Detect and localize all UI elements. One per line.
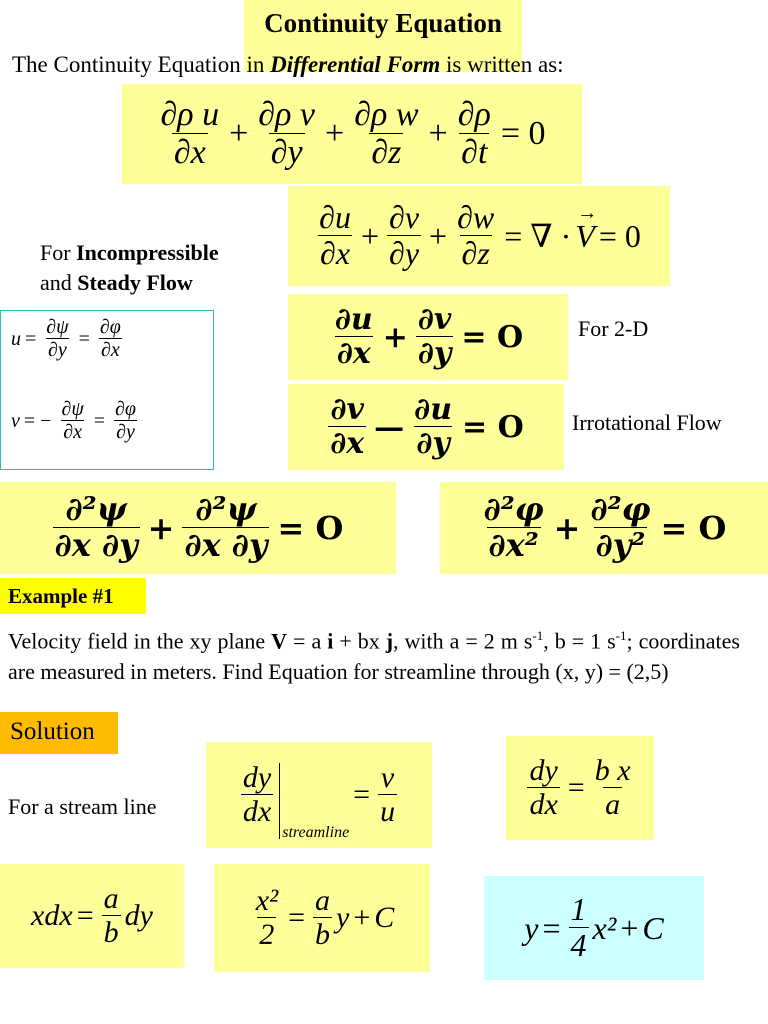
solution-label: Solution bbox=[0, 712, 118, 754]
laplace-potential-equation: ∂²φ∂x²+ ∂²φ∂y²= O bbox=[440, 482, 768, 574]
continuity-2d-equation: ∂u∂x+ ∂v∂y= O bbox=[288, 294, 568, 380]
label-2d: For 2-D bbox=[578, 316, 649, 341]
laplace-stream-function-equation: ∂²ψ∂x ∂y+ ∂²ψ∂x ∂y= O bbox=[0, 482, 396, 574]
example-label: Example #1 bbox=[0, 578, 146, 614]
stream-potential-definitions: u= ∂ψ∂y= ∂φ∂x v= − ∂ψ∂x= ∂φ∂y bbox=[0, 310, 214, 470]
incompressible-label: For Incompressible and Steady Flow bbox=[40, 240, 219, 295]
continuity-general-equation: ∂ρ u∂x+ ∂ρ v∂y+ ∂ρ w∂z+ ∂ρ∂t= 0 bbox=[122, 84, 582, 184]
intro-text: The Continuity Equation in Differential … bbox=[12, 52, 564, 77]
example-problem-text: Velocity field in the xy plane V = a i +… bbox=[8, 628, 740, 685]
continuity-incompressible-equation: ∂u∂x+ ∂v∂y+ ∂w∂z= ∇ · V→= 0 bbox=[288, 186, 670, 286]
page-title: Continuity Equation bbox=[244, 0, 522, 72]
stream-line-text: For a stream line bbox=[8, 794, 157, 819]
label-irrotational: Irrotational Flow bbox=[572, 410, 722, 435]
irrotational-equation: ∂v∂x— ∂u∂y= O bbox=[288, 384, 564, 470]
